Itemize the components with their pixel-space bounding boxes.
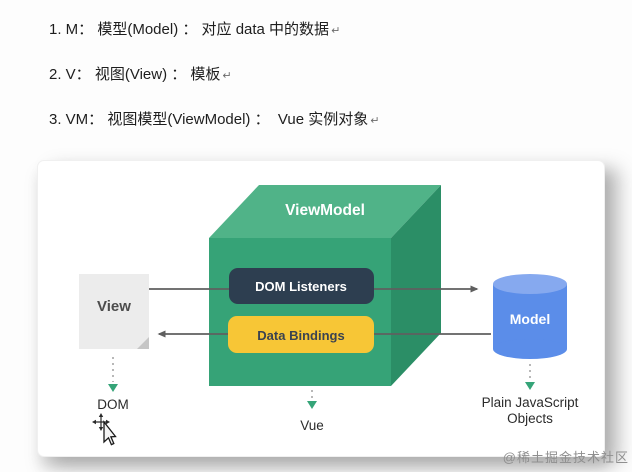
pjo-caption-line2: Objects	[507, 411, 553, 426]
view-box	[79, 274, 149, 349]
return-mark-icon: ↵	[370, 115, 380, 127]
mvvm-diagram-card: ViewModel DOM Listeners Data Bindings Vi…	[37, 160, 605, 457]
viewmodel-cube: ViewModel	[209, 185, 441, 386]
note-line-model-text: 1. M： 模型(Model) ： 对应 data 中的数据	[49, 21, 330, 38]
viewmodel-label: ViewModel	[285, 202, 365, 219]
cube-top-face	[209, 185, 441, 238]
note-line-viewmodel-text: 3. VM： 视图模型(ViewModel) ： Vue 实例对象	[49, 111, 369, 128]
green-arrowhead-icon	[108, 384, 118, 392]
note-line-view-text: 2. V： 视图(View) ： 模板	[49, 66, 221, 83]
data-bindings-box	[228, 316, 374, 353]
cube-right-face	[391, 185, 441, 386]
cursor-icon	[92, 413, 117, 446]
cube-vue-dotted-arrow	[307, 390, 317, 409]
pjo-caption-line1: Plain JavaScript	[482, 395, 579, 410]
data-bindings-label: Data Bindings	[257, 328, 344, 343]
note-line-viewmodel: 3. VM： 视图模型(ViewModel) ： Vue 实例对象↵	[49, 110, 379, 131]
dom-listeners-box	[229, 268, 374, 304]
juejin-watermark: @稀土掘金技术社区	[502, 450, 629, 465]
view-dom-dotted-arrow	[108, 357, 118, 392]
note-line-model: 1. M： 模型(Model) ： 对应 data 中的数据↵	[49, 20, 379, 41]
view-label: View	[97, 298, 131, 315]
view-page-fold	[137, 337, 149, 349]
model-cylinder-bottom	[493, 339, 567, 359]
model-node: Model	[493, 274, 567, 359]
cube-front-face	[209, 238, 391, 386]
view-node: View	[79, 274, 149, 349]
model-pjo-dotted-arrow	[525, 364, 535, 390]
vue-caption: Vue	[300, 418, 324, 433]
model-cylinder-body	[493, 284, 567, 349]
data-bindings-pill: Data Bindings	[228, 316, 374, 353]
green-arrowhead-icon	[525, 382, 535, 390]
mvvm-diagram: ViewModel DOM Listeners Data Bindings Vi…	[79, 185, 579, 446]
return-mark-icon: ↵	[222, 70, 232, 82]
dom-caption: DOM	[97, 397, 129, 412]
mvvm-notes: 1. M： 模型(Model) ： 对应 data 中的数据↵ 2. V： 视图…	[49, 20, 379, 155]
model-label: Model	[510, 311, 550, 327]
note-line-view: 2. V： 视图(View) ： 模板↵	[49, 65, 379, 86]
model-cylinder-top	[493, 274, 567, 294]
dom-listeners-pill: DOM Listeners	[229, 268, 374, 304]
return-mark-icon: ↵	[331, 25, 341, 37]
dom-listeners-label: DOM Listeners	[255, 279, 347, 294]
green-arrowhead-icon	[307, 401, 317, 409]
